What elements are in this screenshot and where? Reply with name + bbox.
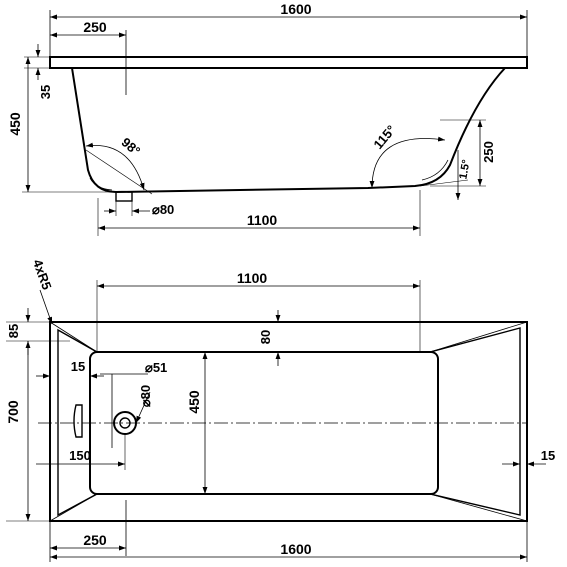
plan-radius-leader bbox=[39, 289, 53, 325]
side-tub-body bbox=[71, 67, 506, 194]
plan-overall-width-label: 700 bbox=[5, 400, 21, 424]
plan-head-offset-label: 250 bbox=[83, 532, 107, 548]
side-rim bbox=[49, 56, 528, 69]
plan-inner-outline bbox=[57, 327, 521, 517]
side-angle-98-ref bbox=[85, 149, 153, 195]
side-foot-angle-label: 115° bbox=[370, 122, 398, 152]
plan-corner-bl bbox=[49, 493, 98, 522]
plan-inner-length-label: 1100 bbox=[237, 270, 268, 286]
side-inner-length-label: 1100 bbox=[247, 212, 278, 228]
plan-dim-drain-a bbox=[135, 391, 151, 424]
plan-drain-inner bbox=[119, 417, 131, 429]
plan-corner-tl bbox=[49, 321, 98, 353]
side-head-angle-label: 98° bbox=[119, 134, 144, 158]
plan-outer-rim bbox=[49, 321, 528, 522]
side-inner-curve-foot bbox=[421, 159, 449, 181]
side-angle-115-arc bbox=[369, 136, 446, 189]
side-view: 1600 250 35 450 98° 115° 250 1.5° bbox=[7, 1, 528, 236]
side-drain-outlet bbox=[115, 191, 133, 202]
side-rim-offset-label: 250 bbox=[83, 19, 107, 35]
plan-drain-label: ⌀80 bbox=[138, 385, 153, 407]
side-rim-thickness-label: 35 bbox=[38, 85, 53, 99]
plan-wall-offset-label: 15 bbox=[71, 359, 85, 374]
plan-view: 4xR5 1100 85 80 15 ⌀51 ⌀80 450 bbox=[5, 257, 555, 562]
plan-foot-wall-offset-label: 15 bbox=[541, 448, 555, 463]
plan-overflow-label: ⌀51 bbox=[145, 360, 167, 375]
side-slope-ref bbox=[419, 179, 469, 187]
side-foot-height-label: 250 bbox=[481, 141, 496, 163]
plan-corner-tr bbox=[429, 321, 528, 353]
plan-overall-length-label: 1600 bbox=[280, 541, 311, 557]
side-drain-label: ⌀80 bbox=[152, 202, 174, 217]
side-angle-98-arc bbox=[85, 142, 145, 191]
plan-rim-width-label: 85 bbox=[6, 324, 21, 338]
side-length-label: 1600 bbox=[280, 1, 311, 17]
plan-corner-radius-label: 4xR5 bbox=[30, 257, 55, 291]
plan-side-offset-label: 80 bbox=[258, 330, 273, 344]
plan-overflow bbox=[73, 404, 83, 438]
plan-inner-width-label: 450 bbox=[186, 390, 202, 414]
plan-corner-br bbox=[429, 493, 528, 522]
side-height-label: 450 bbox=[7, 112, 23, 136]
side-slope-label: 1.5° bbox=[457, 159, 472, 180]
plan-drain-offset-label: 150 bbox=[69, 448, 91, 463]
